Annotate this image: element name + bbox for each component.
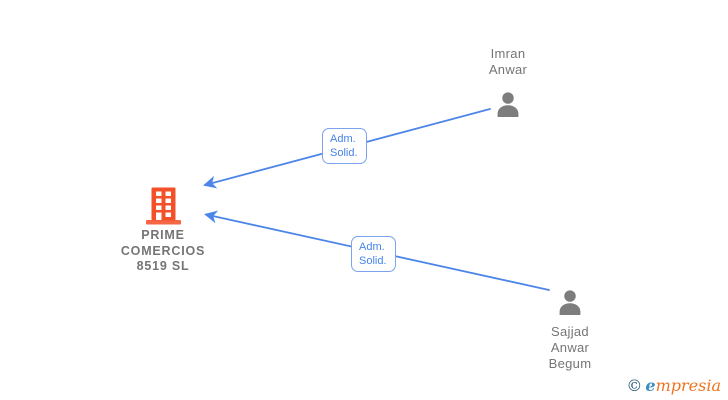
building-icon [145, 187, 181, 225]
edge-label-adm-solid-top: Adm. Solid. [322, 128, 367, 164]
person-node-sajjad-anwar-begum[interactable]: Sajjad Anwar Begum [510, 286, 630, 372]
edge-label-line: Adm. [330, 133, 356, 145]
person-name-imran-anwar: Imran Anwar [489, 46, 527, 77]
person-name-line: Anwar [550, 340, 590, 355]
person-name-line: Begum [548, 356, 592, 371]
empresia-logo-text: mpresia [655, 376, 721, 395]
edge-label-line: Solid. [359, 255, 387, 267]
person-icon [559, 290, 581, 315]
empresia-watermark: ©empresia [626, 376, 721, 395]
company-name-line: PRIME [141, 228, 185, 242]
person-name-line: Imran [490, 46, 526, 61]
company-name-line: 8519 SL [136, 259, 190, 273]
copyright-symbol: © [626, 376, 643, 395]
company-name-line: COMERCIOS [120, 243, 206, 258]
edge-label-adm-solid-bottom: Adm. Solid. [351, 236, 396, 272]
company-node[interactable]: PRIME COMERCIOS 8519 SL [103, 187, 223, 275]
person-node-imran-anwar[interactable]: Imran Anwar [448, 46, 568, 122]
edge-label-line: Solid. [330, 147, 358, 159]
company-name: PRIME COMERCIOS 8519 SL [121, 228, 205, 275]
edge-label-line: Adm. [359, 241, 385, 253]
person-name-line: Anwar [488, 61, 528, 77]
person-icon [497, 92, 519, 117]
person-name-line: Sajjad [551, 324, 589, 339]
person-name-sajjad-anwar-begum: Sajjad Anwar Begum [549, 324, 592, 372]
empresia-logo-e: e [645, 376, 656, 395]
